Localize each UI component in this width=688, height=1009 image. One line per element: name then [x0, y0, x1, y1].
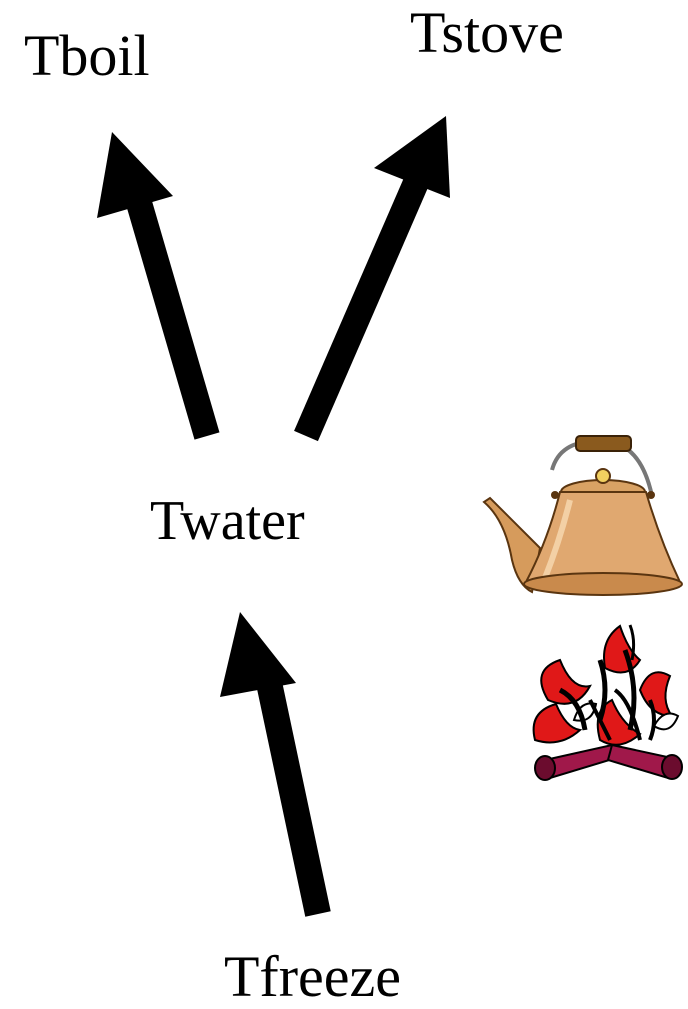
tfreeze-label: Tfreeze: [224, 944, 402, 1009]
arrow-to-tstove: [294, 116, 450, 442]
arrow-to-twater: [220, 612, 331, 917]
tstove-label: Tstove: [410, 0, 564, 65]
arrow-to-tboil: [97, 132, 220, 440]
twater-label: Twater: [150, 490, 305, 552]
tboil-label: Tboil: [24, 23, 150, 88]
